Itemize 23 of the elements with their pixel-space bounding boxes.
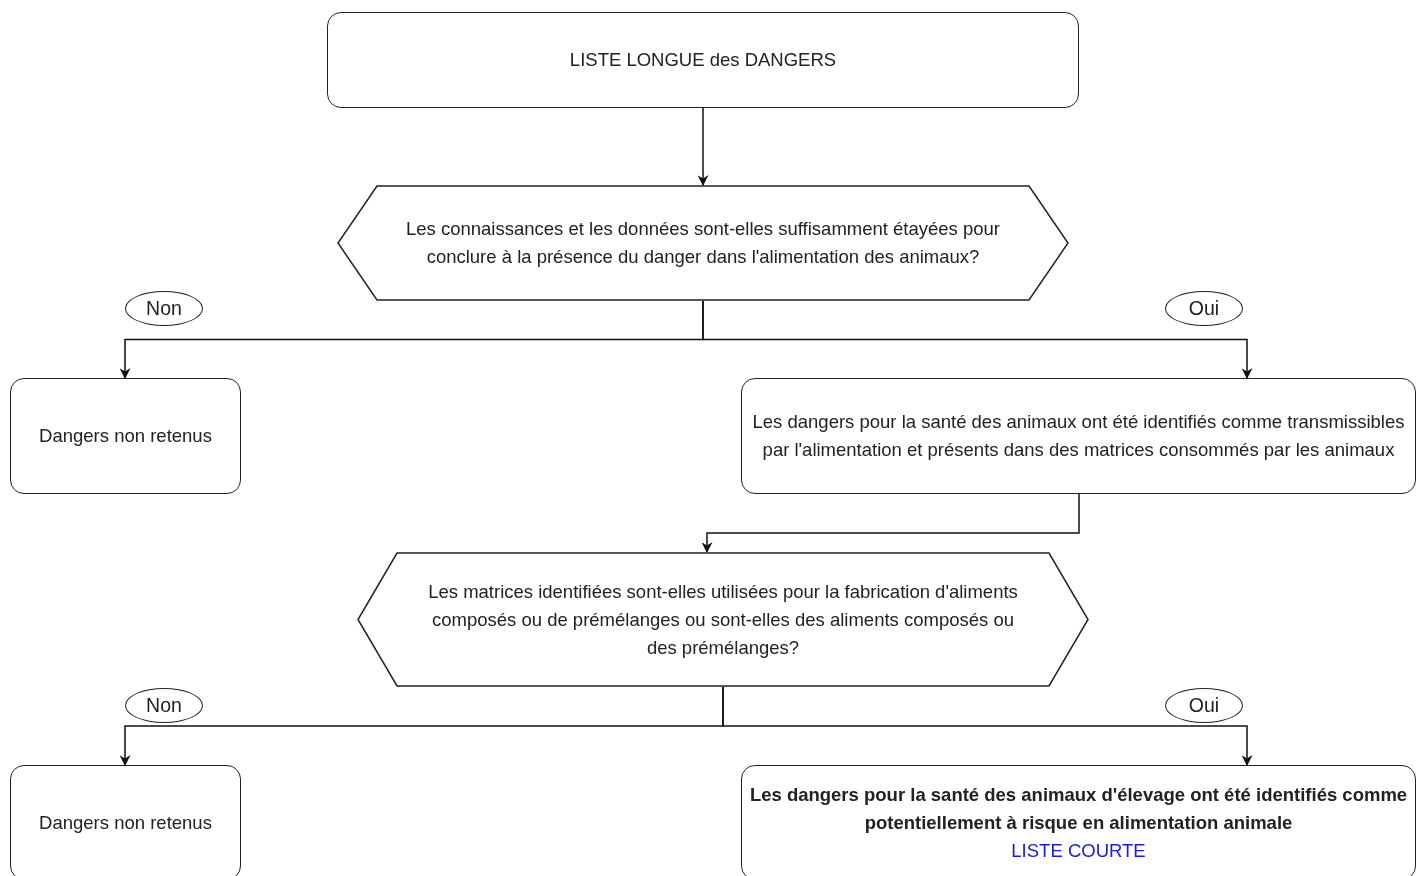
connector-arrow [697,107,709,187]
result-label: LISTE COURTE [1011,838,1146,863]
process-box [10,765,241,876]
decision-hexagon [357,552,1089,687]
process-box [741,765,1416,876]
box-text: Les dangers pour la santé des animaux d'élevage ont été identifiés comme potentiellement à risque en alimentation animale [748,782,1409,835]
decision-hexagon [337,185,1069,301]
process-box [327,12,1079,108]
edge-label: Non [125,291,203,326]
box-text: Les dangers pour la santé des animaux ont été identifiés comme transmissibles par l'alimentation et présents dans des matrices consommés par les animaux [751,410,1406,462]
edge-label: Non [125,688,203,723]
connector-arrow [722,686,1253,767]
edge-label: Oui [1165,291,1243,326]
box-text: Les connaissances et les données sont-elles suffisamment étayées pour conclure à la présence du danger dans l'alimentation des animaux? [404,217,1002,269]
connector-arrow [702,300,1253,380]
process-box [10,378,241,494]
connector-arrow [701,493,1080,554]
box-text: LISTE LONGUE des DANGERS [569,48,837,72]
box-text: Dangers non retenus [39,424,212,448]
box-text: Les matrices identifiées sont-elles utilisées pour la fabrication d'aliments composés ou de prémélanges ou sont-elles des aliments composés ou des prémélanges? [427,579,1019,660]
process-box [741,378,1416,494]
box-text: Dangers non retenus [39,810,212,835]
edge-label: Oui [1165,688,1243,723]
